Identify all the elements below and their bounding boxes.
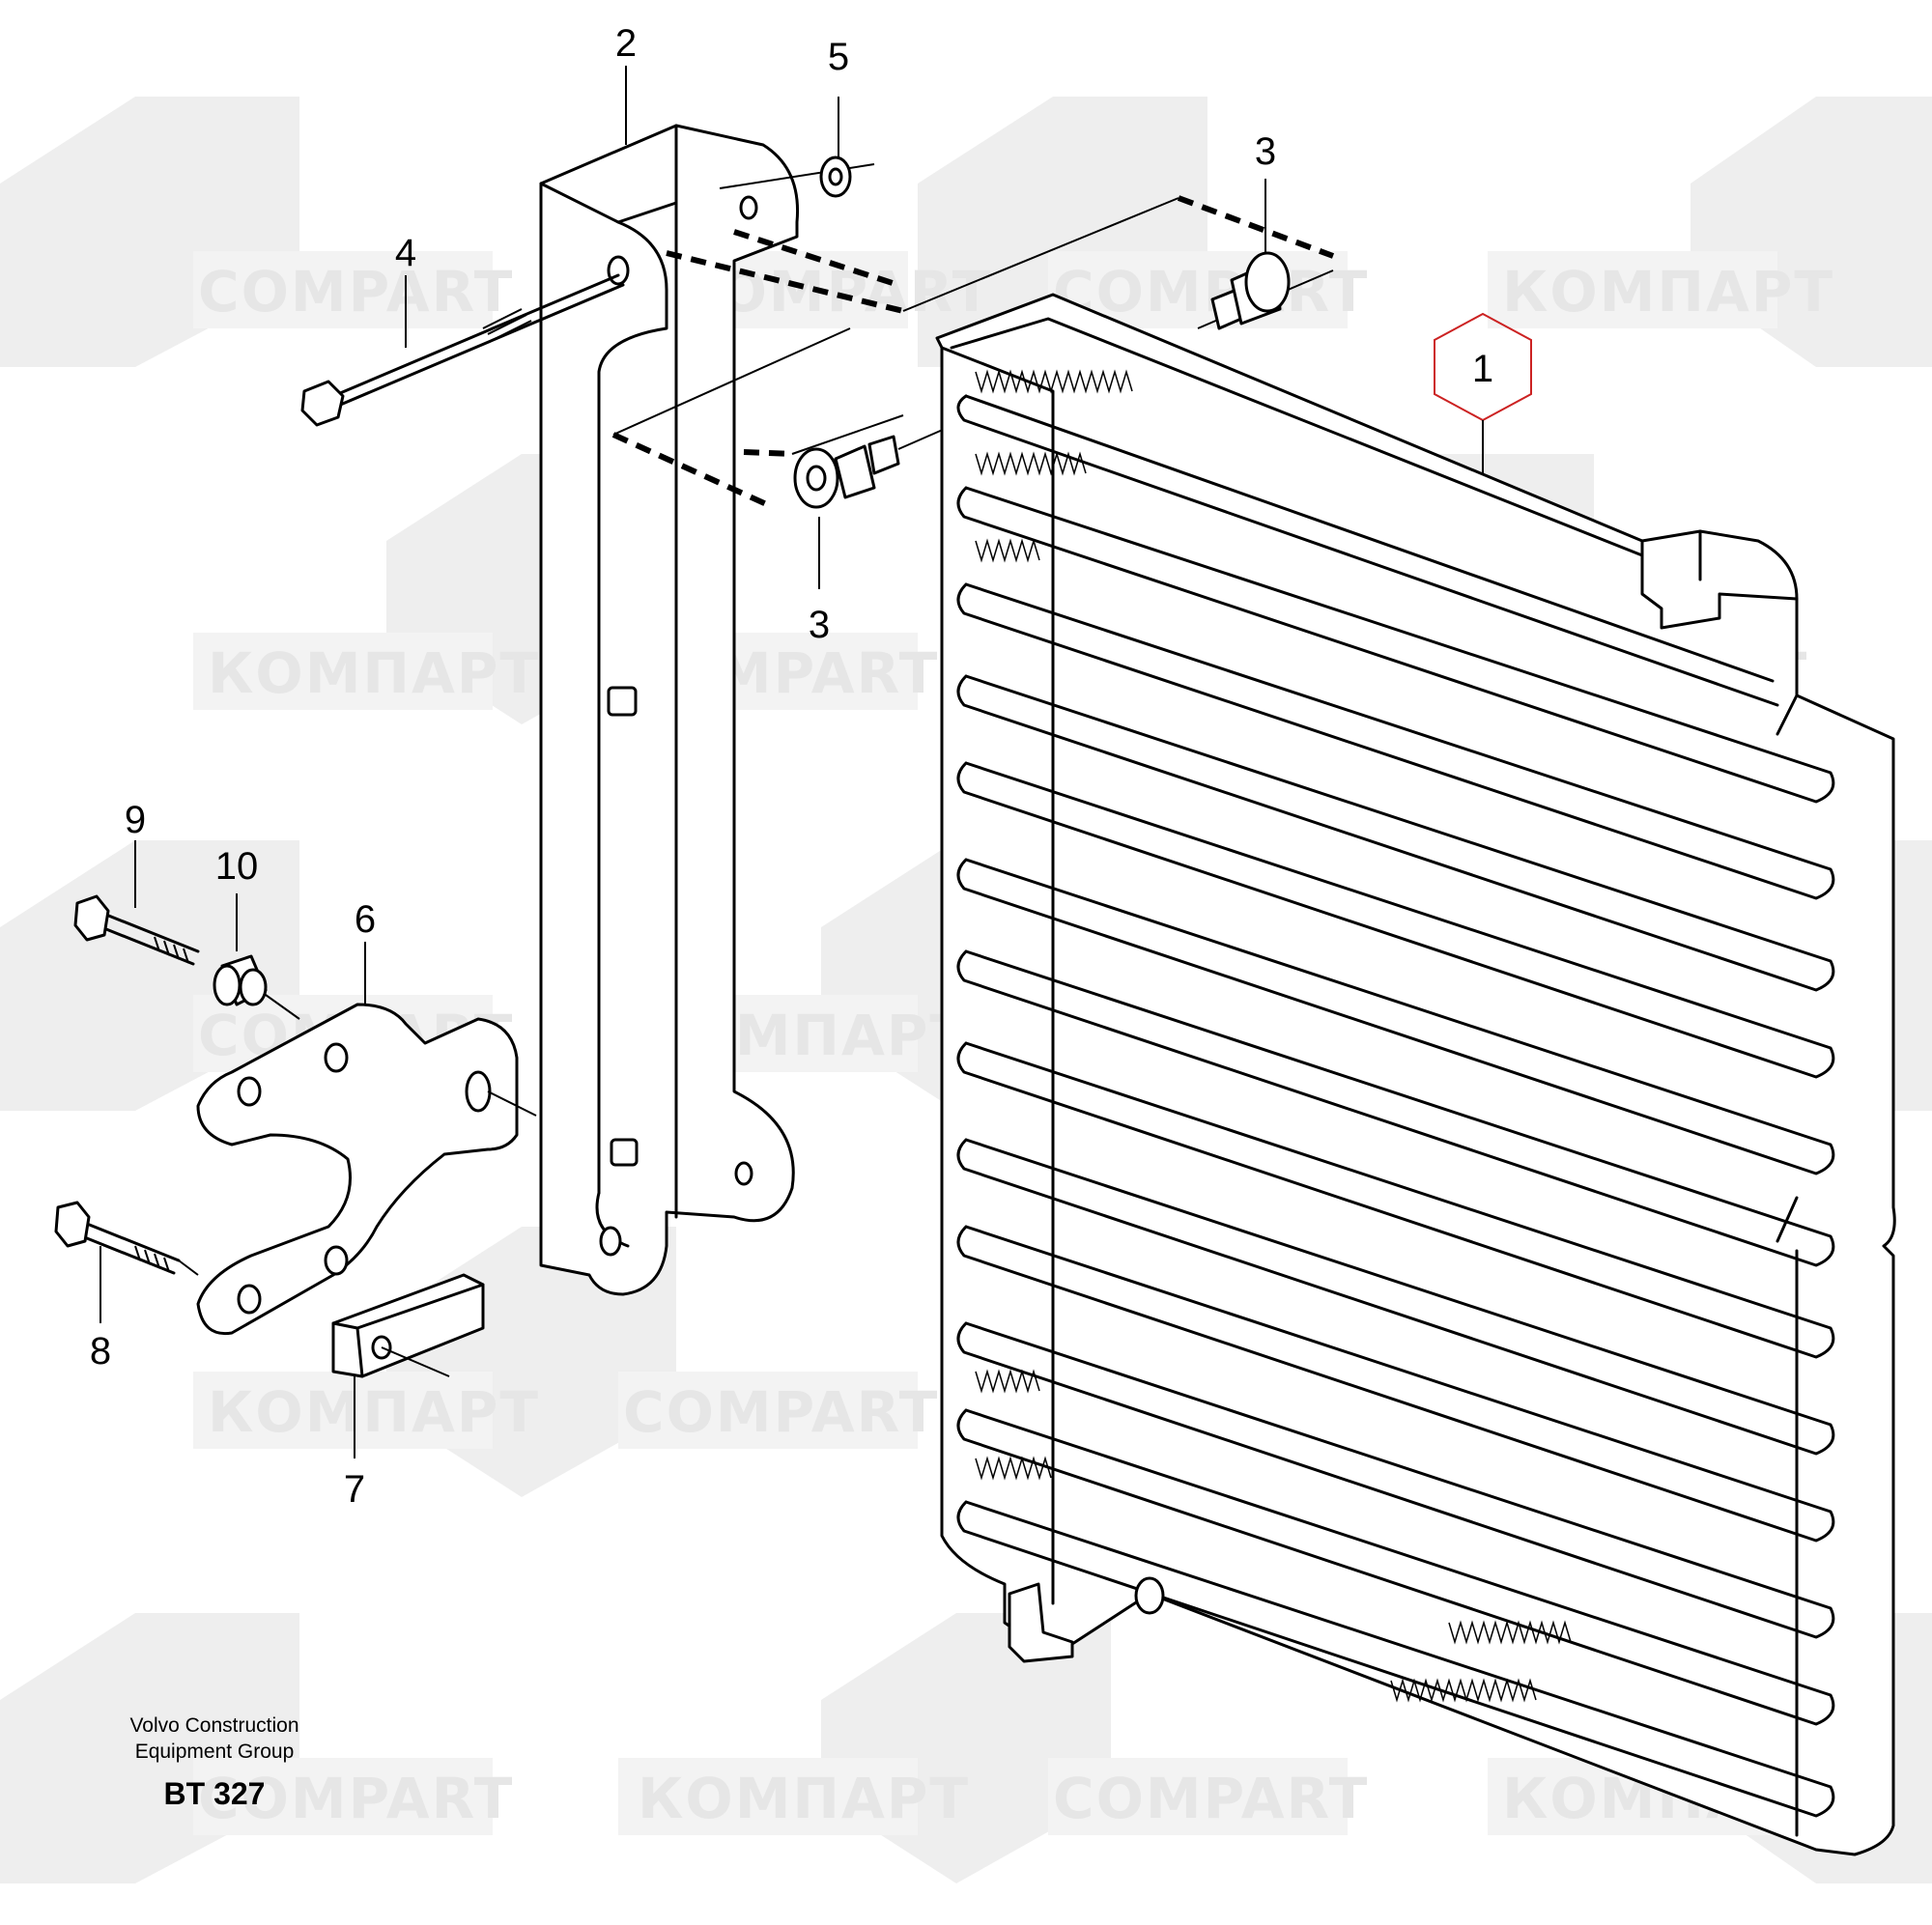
- bracket-part-2: [539, 124, 800, 1296]
- sleeve-part-10: [213, 954, 300, 1020]
- callout-6: 6: [355, 898, 376, 941]
- stud-part-3-upper: [1197, 251, 1334, 330]
- watermark-text: COMPART: [198, 259, 514, 325]
- callout-2: 2: [615, 22, 637, 65]
- callout-10: 10: [215, 845, 259, 888]
- condenser-coils: [956, 394, 1835, 1818]
- bracket-part-6: [196, 1003, 537, 1336]
- callout-5: 5: [828, 36, 849, 78]
- callout-4: 4: [395, 232, 416, 274]
- callout-3-lower: 3: [809, 604, 830, 646]
- watermark-text: КОМПАРТ: [1502, 259, 1834, 325]
- spacer-part-7: [331, 1273, 485, 1378]
- callout-3-upper: 3: [1255, 130, 1276, 173]
- callout-leaders: [99, 66, 1484, 1458]
- bolt-part-4: [300, 273, 625, 427]
- footer-company-line2: Equipment Group: [135, 1741, 295, 1763]
- watermark-text: КОМПАРТ: [208, 1379, 540, 1445]
- watermark-text: COMPART: [198, 1766, 514, 1831]
- callout-7: 7: [344, 1468, 365, 1511]
- callout-8: 8: [90, 1330, 111, 1373]
- dashed-leaders: [611, 195, 1335, 510]
- callout-9: 9: [125, 799, 146, 841]
- condenser-part-1: [935, 293, 1896, 1856]
- bolt-part-9: [73, 894, 200, 966]
- bolt-part-8: [54, 1201, 199, 1276]
- watermark-text: COMPART: [1053, 259, 1369, 325]
- washer-part-5: [719, 156, 875, 198]
- condenser-fins: [975, 369, 1572, 1703]
- watermark-text: COMPART: [1053, 1766, 1369, 1831]
- footer-diagram-code: BT 327: [164, 1776, 266, 1811]
- watermark-text: КОМПАРТ: [208, 640, 540, 706]
- watermark-text: COMPART: [623, 1379, 939, 1445]
- callout-1: 1: [1472, 348, 1493, 390]
- watermark-text: КОМПАРТ: [638, 1766, 970, 1831]
- footer-company-line1: Volvo Construction: [129, 1714, 298, 1737]
